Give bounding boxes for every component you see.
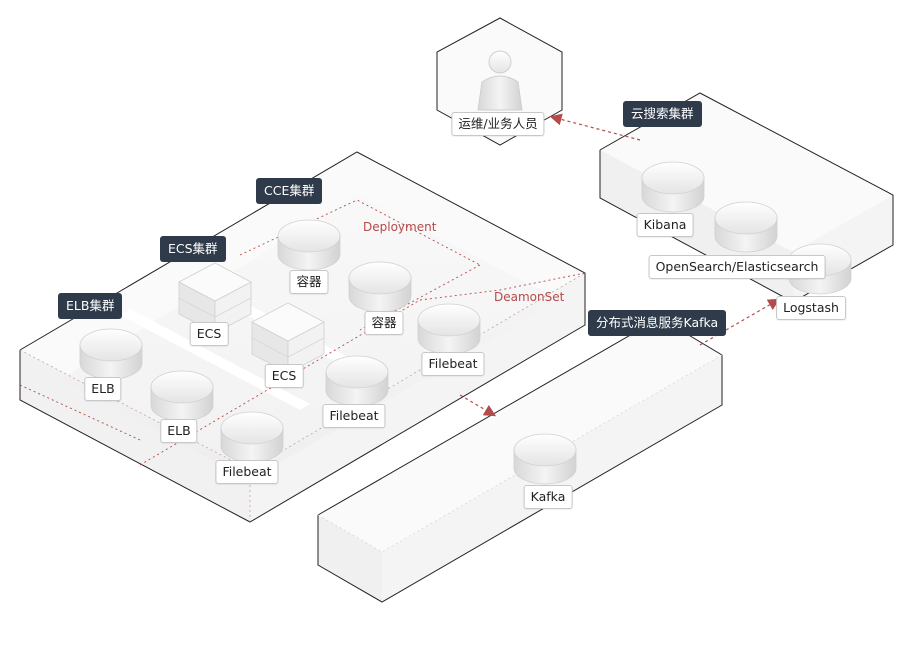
cylinder-icons	[79, 161, 852, 485]
filebeat-cylinder-icon-2	[325, 355, 389, 407]
elb-label-2: ELB	[160, 419, 198, 443]
elb-cylinder-icon-1	[79, 328, 143, 380]
container-cylinder-icon-1	[277, 219, 341, 271]
deployment-zone-label: Deployment	[363, 220, 437, 234]
ops-label: 运维/业务人员	[451, 112, 545, 136]
cce-cluster-tag: CCE集群	[256, 178, 323, 204]
search-cluster-tag: 云搜索集群	[623, 101, 702, 127]
elb-cluster-tag: ELB集群	[58, 293, 123, 319]
filebeat-label-2: Filebeat	[322, 404, 386, 428]
server-box-icons	[178, 262, 325, 374]
filebeat-label-1: Filebeat	[421, 352, 485, 376]
kafka-service-tag: 分布式消息服务Kafka	[588, 310, 727, 336]
elb-label-1: ELB	[84, 377, 122, 401]
kafka-label: Kafka	[523, 485, 573, 509]
ecs-server-icon-2	[251, 302, 325, 374]
container-label-2: 容器	[364, 311, 404, 335]
kibana-label: Kibana	[636, 213, 694, 237]
opensearch-cylinder-icon	[714, 201, 778, 253]
elb-cylinder-icon-2	[150, 370, 214, 422]
daemonset-zone-label: DeamonSet	[494, 290, 565, 304]
flow-arrows	[459, 113, 781, 417]
container-label-1: 容器	[289, 270, 329, 294]
opensearch-label: OpenSearch/Elasticsearch	[648, 255, 826, 279]
filebeat-label-3: Filebeat	[215, 460, 279, 484]
logstash-label: Logstash	[776, 296, 846, 320]
ecs-label-2: ECS	[264, 364, 304, 388]
ecs-label-1: ECS	[189, 322, 229, 346]
ecs-cluster-tag: ECS集群	[160, 236, 226, 262]
container-cylinder-icon-2	[348, 261, 412, 313]
filebeat-cylinder-icon-1	[417, 303, 481, 355]
kafka-cylinder-icon	[513, 433, 577, 485]
ecs-server-icon-1	[178, 262, 252, 334]
filebeat-cylinder-icon-3	[220, 411, 284, 463]
kibana-cylinder-icon	[641, 161, 705, 213]
